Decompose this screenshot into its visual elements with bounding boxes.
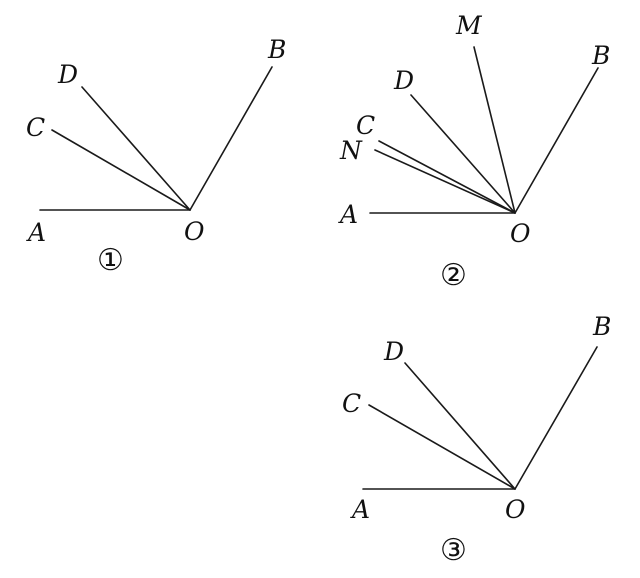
fig2-label-c: C <box>356 111 375 140</box>
fig3-label-c: C <box>342 389 361 418</box>
figure-3: A C D B O ③ <box>342 312 611 568</box>
fig3-label-b: B <box>592 312 611 341</box>
fig3-label-a: A <box>350 495 370 524</box>
fig1-ray-ob <box>189 66 273 211</box>
fig1-label-a: A <box>26 218 46 247</box>
fig2-ray-ob <box>514 67 599 214</box>
fig3-ray-oc <box>368 404 516 490</box>
fig2-label-o: O <box>510 219 531 248</box>
fig1-number-label: ① <box>97 243 124 278</box>
fig1-ray-oc <box>51 129 191 211</box>
fig2-ray-on <box>374 149 516 214</box>
fig2-label-m: M <box>455 11 483 40</box>
fig3-label-d: D <box>383 337 404 366</box>
fig3-ray-od <box>404 362 516 490</box>
figure-1: A C D B O ① <box>26 35 286 278</box>
fig2-ray-om <box>473 46 516 214</box>
fig2-ray-oc <box>378 140 516 214</box>
figure-2: A N C D M B O ② <box>338 11 610 293</box>
fig1-label-d: D <box>57 60 78 89</box>
fig2-number-label: ② <box>440 258 467 293</box>
fig2-label-a: A <box>338 200 358 229</box>
fig2-label-d: D <box>393 66 414 95</box>
fig2-ray-od <box>410 94 516 214</box>
fig1-label-o: O <box>184 217 205 246</box>
fig3-ray-ob <box>514 346 598 490</box>
fig2-label-n: N <box>339 136 363 165</box>
fig1-label-c: C <box>26 113 45 142</box>
fig1-label-b: B <box>267 35 286 64</box>
fig3-number-label: ③ <box>440 533 467 568</box>
fig3-label-o: O <box>505 495 526 524</box>
fig1-ray-od <box>81 86 191 211</box>
fig2-label-b: B <box>591 41 610 70</box>
